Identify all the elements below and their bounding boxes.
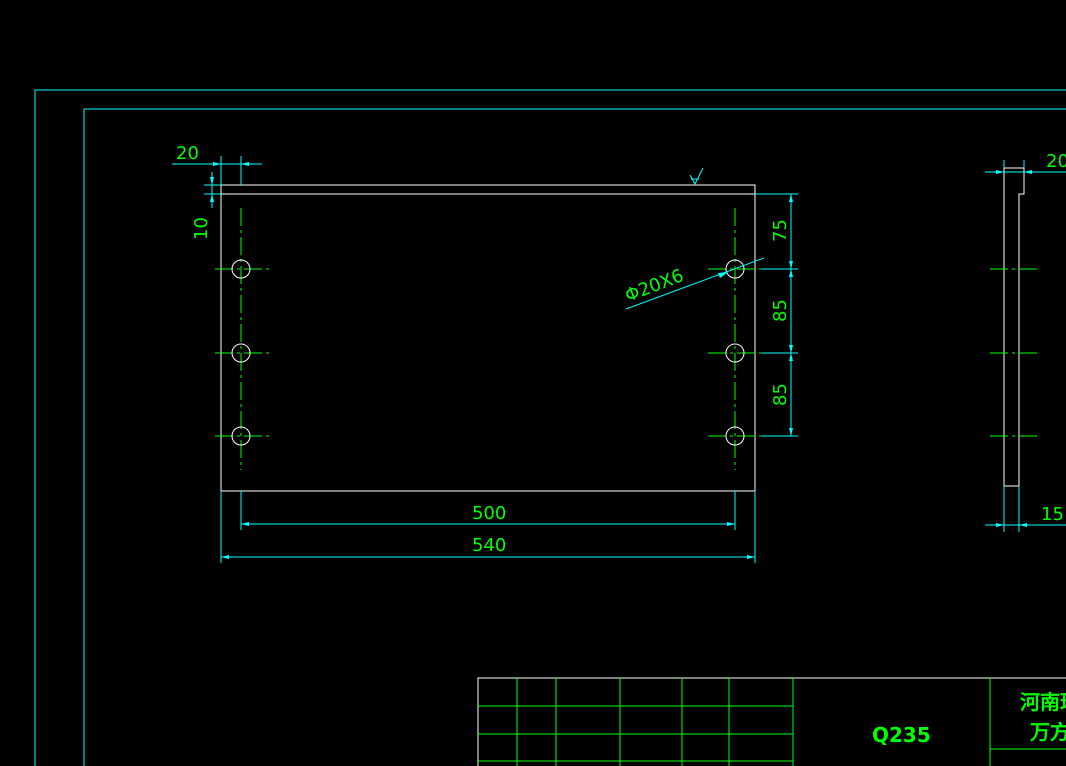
hole: [231, 259, 251, 279]
dim-spacing-85b: 85: [770, 383, 791, 406]
drawing-frame: [34, 89, 1066, 766]
dim-hole-spacing: 500: [472, 503, 506, 524]
centerlines: [215, 208, 762, 470]
title-block: Q235 河南理 万方科: [477, 677, 1066, 766]
side-dimension-lines: [985, 160, 1066, 532]
school-name-line2: 万方科: [1029, 720, 1066, 744]
dim-side-bottom: 15: [1041, 504, 1064, 525]
hole: [725, 426, 745, 446]
side-outline: [1003, 167, 1025, 487]
hole: [725, 343, 745, 363]
dim-spacing-75: 75: [770, 219, 791, 242]
front-view: 20 10 75 85 85 500 540 Φ20X6: [172, 143, 798, 563]
side-view: 20 15: [985, 151, 1066, 532]
title-block-border: [477, 677, 1066, 766]
dim-top-offset: 20: [176, 143, 199, 164]
surface-roughness-icon: [689, 167, 704, 186]
mounting-holes: [231, 259, 745, 446]
side-dimension-arrows: [996, 170, 1032, 527]
hole: [231, 426, 251, 446]
hole-callout: Φ20X6: [622, 265, 686, 306]
plate-outline: [220, 184, 756, 492]
inner-border: [83, 108, 1066, 766]
dim-spacing-85a: 85: [770, 299, 791, 322]
hole: [231, 343, 251, 363]
dim-side-offset: 10: [191, 217, 212, 240]
dim-side-top: 20: [1046, 151, 1066, 172]
hole: [725, 259, 745, 279]
outer-border: [34, 89, 1066, 766]
school-name-line1: 河南理: [1020, 690, 1066, 714]
dimension-arrows: [210, 162, 793, 559]
dimension-lines: [172, 156, 798, 563]
dim-overall-width: 540: [472, 535, 506, 556]
title-block-grid: [478, 678, 1066, 766]
side-centerlines: [990, 268, 1037, 437]
material-label: Q235: [872, 723, 931, 747]
